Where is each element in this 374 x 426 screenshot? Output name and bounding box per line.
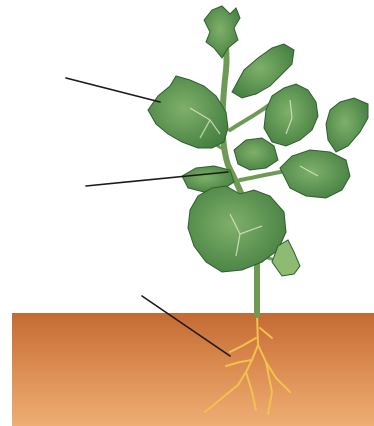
right-leaf xyxy=(264,84,318,146)
leaf-pointer-line xyxy=(66,78,160,102)
center-leaf xyxy=(234,138,278,170)
top-leaf xyxy=(204,6,240,58)
far-right-leaf xyxy=(326,98,368,152)
large-left-leaf xyxy=(148,76,228,148)
leaves xyxy=(148,6,368,276)
